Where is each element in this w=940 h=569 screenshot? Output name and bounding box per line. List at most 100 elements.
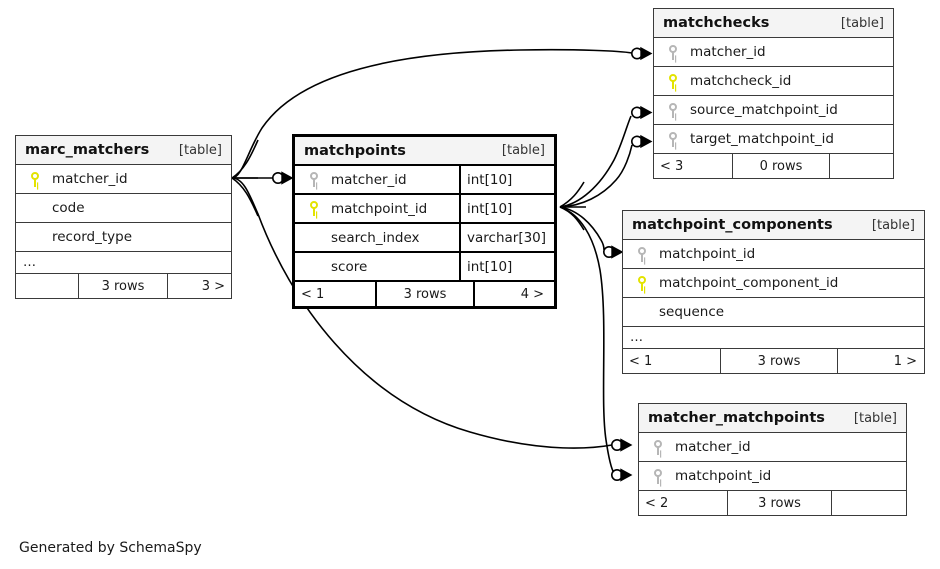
column-name: matcher_id (690, 44, 766, 60)
footer-row-count: 3 rows (78, 274, 168, 298)
column-cell: code (16, 194, 231, 222)
generated-by-caption: Generated by SchemaSpy (19, 540, 202, 556)
more-columns-ellipsis: … (623, 327, 924, 349)
column-type: varchar[30] (459, 224, 554, 251)
column-type: int[10] (459, 166, 554, 193)
column-name: matcher_id (331, 171, 407, 188)
footer-parent-count (16, 274, 78, 298)
column-name: matchcheck_id (690, 73, 792, 89)
column-name: matchpoint_id (331, 200, 428, 217)
foreign-key-icon (662, 131, 684, 147)
table-row[interactable]: matchpoint_id (623, 240, 924, 269)
table-kind-label: [table] (853, 410, 897, 426)
table-footer: < 1 3 rows 4 > (295, 282, 554, 306)
table-matcher-matchpoints[interactable]: matcher_matchpoints [table] matcher_id m… (638, 403, 907, 516)
table-header: matchpoint_components [table] (623, 211, 924, 240)
footer-row-count: 3 rows (727, 491, 832, 515)
column-cell: score (295, 253, 459, 280)
footer-parent-count: < 2 (645, 495, 669, 511)
column-cell: source_matchpoint_id (654, 96, 893, 124)
footer-child-count: 1 > (893, 353, 917, 369)
column-name: record_type (52, 229, 133, 245)
column-cell: matchpoint_id (623, 240, 924, 268)
table-footer: < 2 3 rows (639, 491, 906, 515)
table-row[interactable]: matchpoint_id (639, 462, 906, 491)
footer-child-count: 3 > (201, 278, 226, 294)
column-cell: matchpoint_id (295, 195, 459, 222)
table-title: marc_matchers (25, 142, 150, 158)
table-title: matchpoint_components (632, 217, 833, 233)
primary-key-icon (24, 171, 46, 187)
table-row[interactable]: matchpoint_component_id (623, 269, 924, 298)
table-matchpoints[interactable]: matchpoints [table] matcher_id int[10] m… (292, 134, 557, 309)
table-kind-label: [table] (840, 15, 884, 31)
table-footer: 3 rows 3 > (16, 274, 231, 298)
column-cell: matcher_id (16, 165, 231, 193)
table-kind-label: [table] (501, 143, 545, 158)
table-row[interactable]: matcher_id (639, 433, 906, 462)
table-matchpoint-components[interactable]: matchpoint_components [table] matchpoint… (622, 210, 925, 374)
column-cell: record_type (16, 223, 231, 251)
table-title: matchchecks (663, 15, 770, 31)
table-row[interactable]: matcher_id int[10] (295, 166, 554, 195)
column-name: matchpoint_id (659, 246, 756, 262)
footer-child-count (832, 491, 904, 515)
column-type: int[10] (459, 195, 554, 222)
table-footer: < 3 0 rows (654, 154, 893, 178)
column-cell: matchcheck_id (654, 67, 893, 95)
foreign-key-icon (662, 102, 684, 118)
table-row[interactable]: matchcheck_id (654, 67, 893, 96)
table-row[interactable]: score int[10] (295, 253, 554, 282)
column-name: matcher_id (52, 171, 128, 187)
foreign-key-icon (303, 172, 325, 187)
footer-row-count: 3 rows (720, 349, 838, 373)
column-cell: search_index (295, 224, 459, 251)
table-kind-label: [table] (871, 217, 915, 233)
table-row[interactable]: matcher_id (16, 165, 231, 194)
primary-key-icon (303, 201, 325, 216)
column-cell: matchpoint_id (639, 462, 906, 490)
column-cell: sequence (623, 298, 924, 326)
footer-parent-count: < 3 (660, 158, 684, 174)
table-title: matchpoints (304, 142, 406, 159)
edge-matchpoints-to-source-matchpoint (559, 105, 653, 208)
foreign-key-icon (662, 44, 684, 60)
column-cell: matchpoint_component_id (623, 269, 924, 297)
footer-row-count: 0 rows (732, 154, 830, 178)
table-row[interactable]: matchpoint_id int[10] (295, 195, 554, 224)
table-row[interactable]: sequence (623, 298, 924, 327)
column-cell: matcher_id (654, 38, 893, 66)
table-row[interactable]: record_type (16, 223, 231, 252)
foreign-key-icon (647, 439, 669, 455)
table-row[interactable]: matcher_id (654, 38, 893, 67)
table-footer: < 1 3 rows 1 > (623, 349, 924, 373)
more-columns-ellipsis: … (16, 252, 231, 274)
column-name: matchpoint_id (675, 468, 772, 484)
edge-matchpoints-to-target-matchpoint (559, 134, 653, 208)
footer-row-count: 3 rows (375, 282, 475, 306)
table-marc-matchers[interactable]: marc_matchers [table] matcher_id code re… (15, 135, 232, 299)
column-cell: matcher_id (639, 433, 906, 461)
column-cell: matcher_id (295, 166, 459, 193)
column-name: score (331, 258, 368, 275)
edge-matchpoints-to-matchpointcomponents (559, 206, 624, 259)
column-cell: target_matchpoint_id (654, 125, 893, 153)
table-row[interactable]: search_index varchar[30] (295, 224, 554, 253)
column-name: matcher_id (675, 439, 751, 455)
foreign-key-icon (631, 246, 653, 262)
table-row[interactable]: code (16, 194, 231, 223)
table-row[interactable]: target_matchpoint_id (654, 125, 893, 154)
column-name: source_matchpoint_id (690, 102, 838, 118)
primary-key-icon (631, 275, 653, 291)
table-header: marc_matchers [table] (16, 136, 231, 165)
column-name: code (52, 200, 85, 216)
table-kind-label: [table] (178, 142, 222, 158)
primary-key-icon (662, 73, 684, 89)
table-row[interactable]: source_matchpoint_id (654, 96, 893, 125)
footer-child-count: 4 > (520, 286, 544, 302)
crowfoot-marcmatchers (231, 139, 259, 217)
column-name: target_matchpoint_id (690, 131, 834, 147)
table-header: matcher_matchpoints [table] (639, 404, 906, 433)
column-name: sequence (659, 304, 725, 320)
table-matchchecks[interactable]: matchchecks [table] matcher_id matchchec… (653, 8, 894, 179)
